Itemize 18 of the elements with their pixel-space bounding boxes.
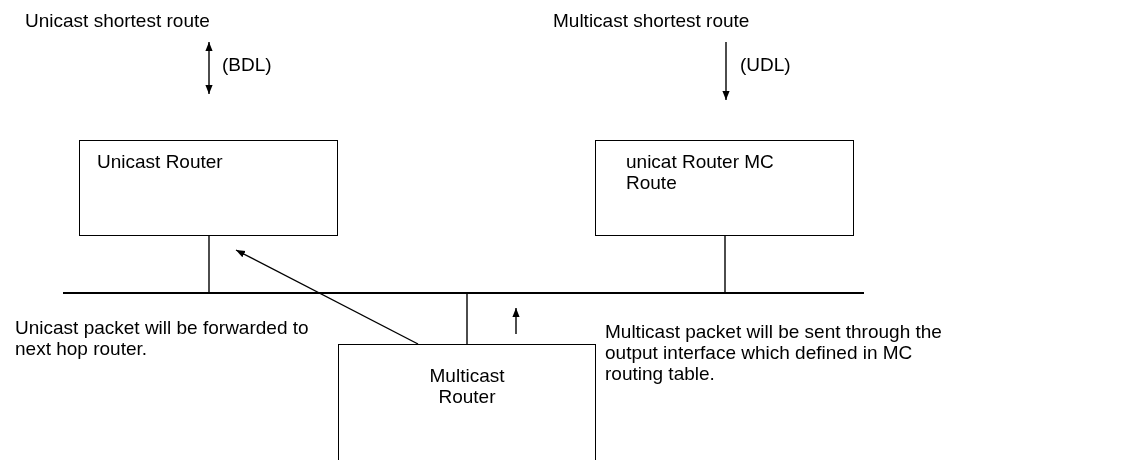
router-box	[338, 344, 596, 460]
network-bus-line	[63, 292, 864, 294]
route-label: Unicast shortest route	[25, 10, 355, 38]
router-box	[595, 140, 854, 236]
connector-line	[208, 235, 210, 293]
arrow	[512, 307, 520, 335]
connector-line	[466, 293, 468, 345]
router-box	[79, 140, 338, 236]
arrow	[205, 41, 213, 95]
arrow	[235, 249, 419, 345]
route-label: Multicast shortest route	[553, 10, 893, 38]
note-text: Multicast packet will be sent through the output interface which defined in MC routing table.	[605, 321, 943, 384]
arrow	[722, 41, 730, 101]
connector-line	[724, 235, 726, 293]
router-label: unicat Router MC Route	[626, 151, 775, 193]
router-label: Multicast Router	[428, 365, 506, 407]
router-label: Unicast Router	[97, 151, 224, 172]
note-text: Unicast packet will be forwarded to next hop router.	[15, 317, 310, 359]
